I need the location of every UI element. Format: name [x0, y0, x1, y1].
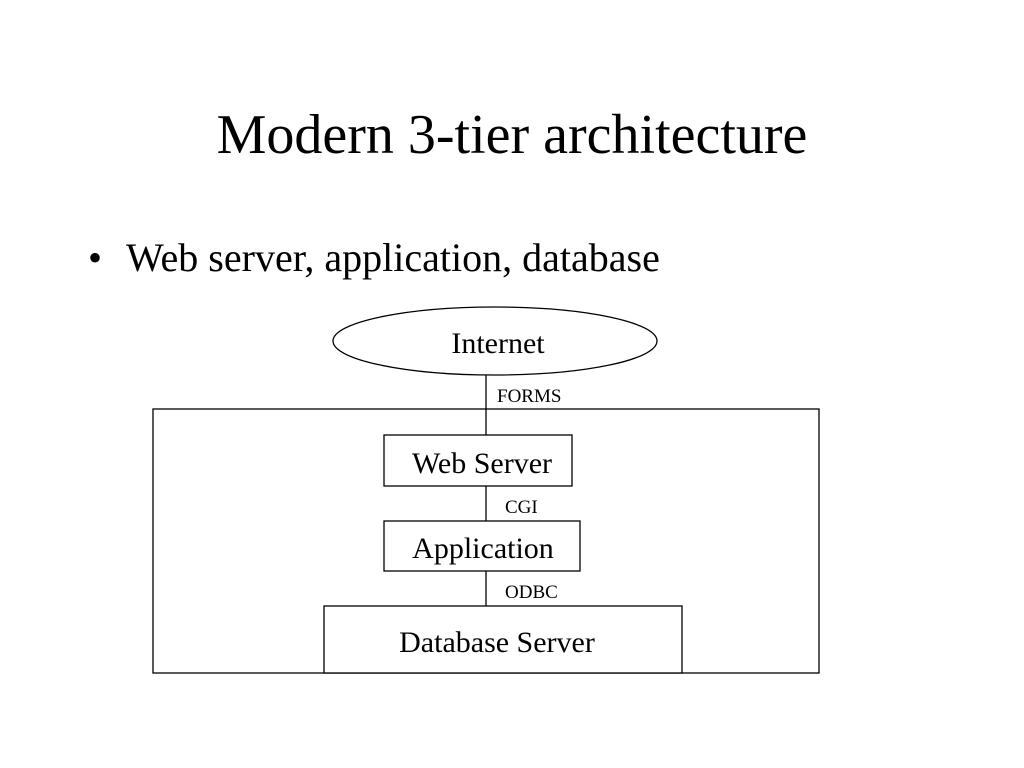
bullet-item: • Web server, application, database [88, 232, 660, 284]
application-label: Application [412, 532, 554, 565]
odbc-label: ODBC [505, 582, 558, 603]
cgi-label: CGI [505, 497, 538, 518]
database-server-node [323, 605, 683, 674]
bullet-text: Web server, application, database [126, 235, 660, 280]
internet-node [332, 306, 658, 376]
slide-title: Modern 3-tier architecture [216, 104, 808, 166]
database-server-label: Database Server [399, 626, 595, 659]
forms-label: FORMS [497, 386, 561, 407]
web-server-label: Web Server [412, 447, 552, 480]
bullet-list: • Web server, application, database [88, 232, 660, 284]
application-node [383, 520, 581, 572]
bullet-marker: • [88, 235, 103, 280]
web-server-node [383, 434, 573, 487]
internet-label: Internet [451, 327, 545, 360]
